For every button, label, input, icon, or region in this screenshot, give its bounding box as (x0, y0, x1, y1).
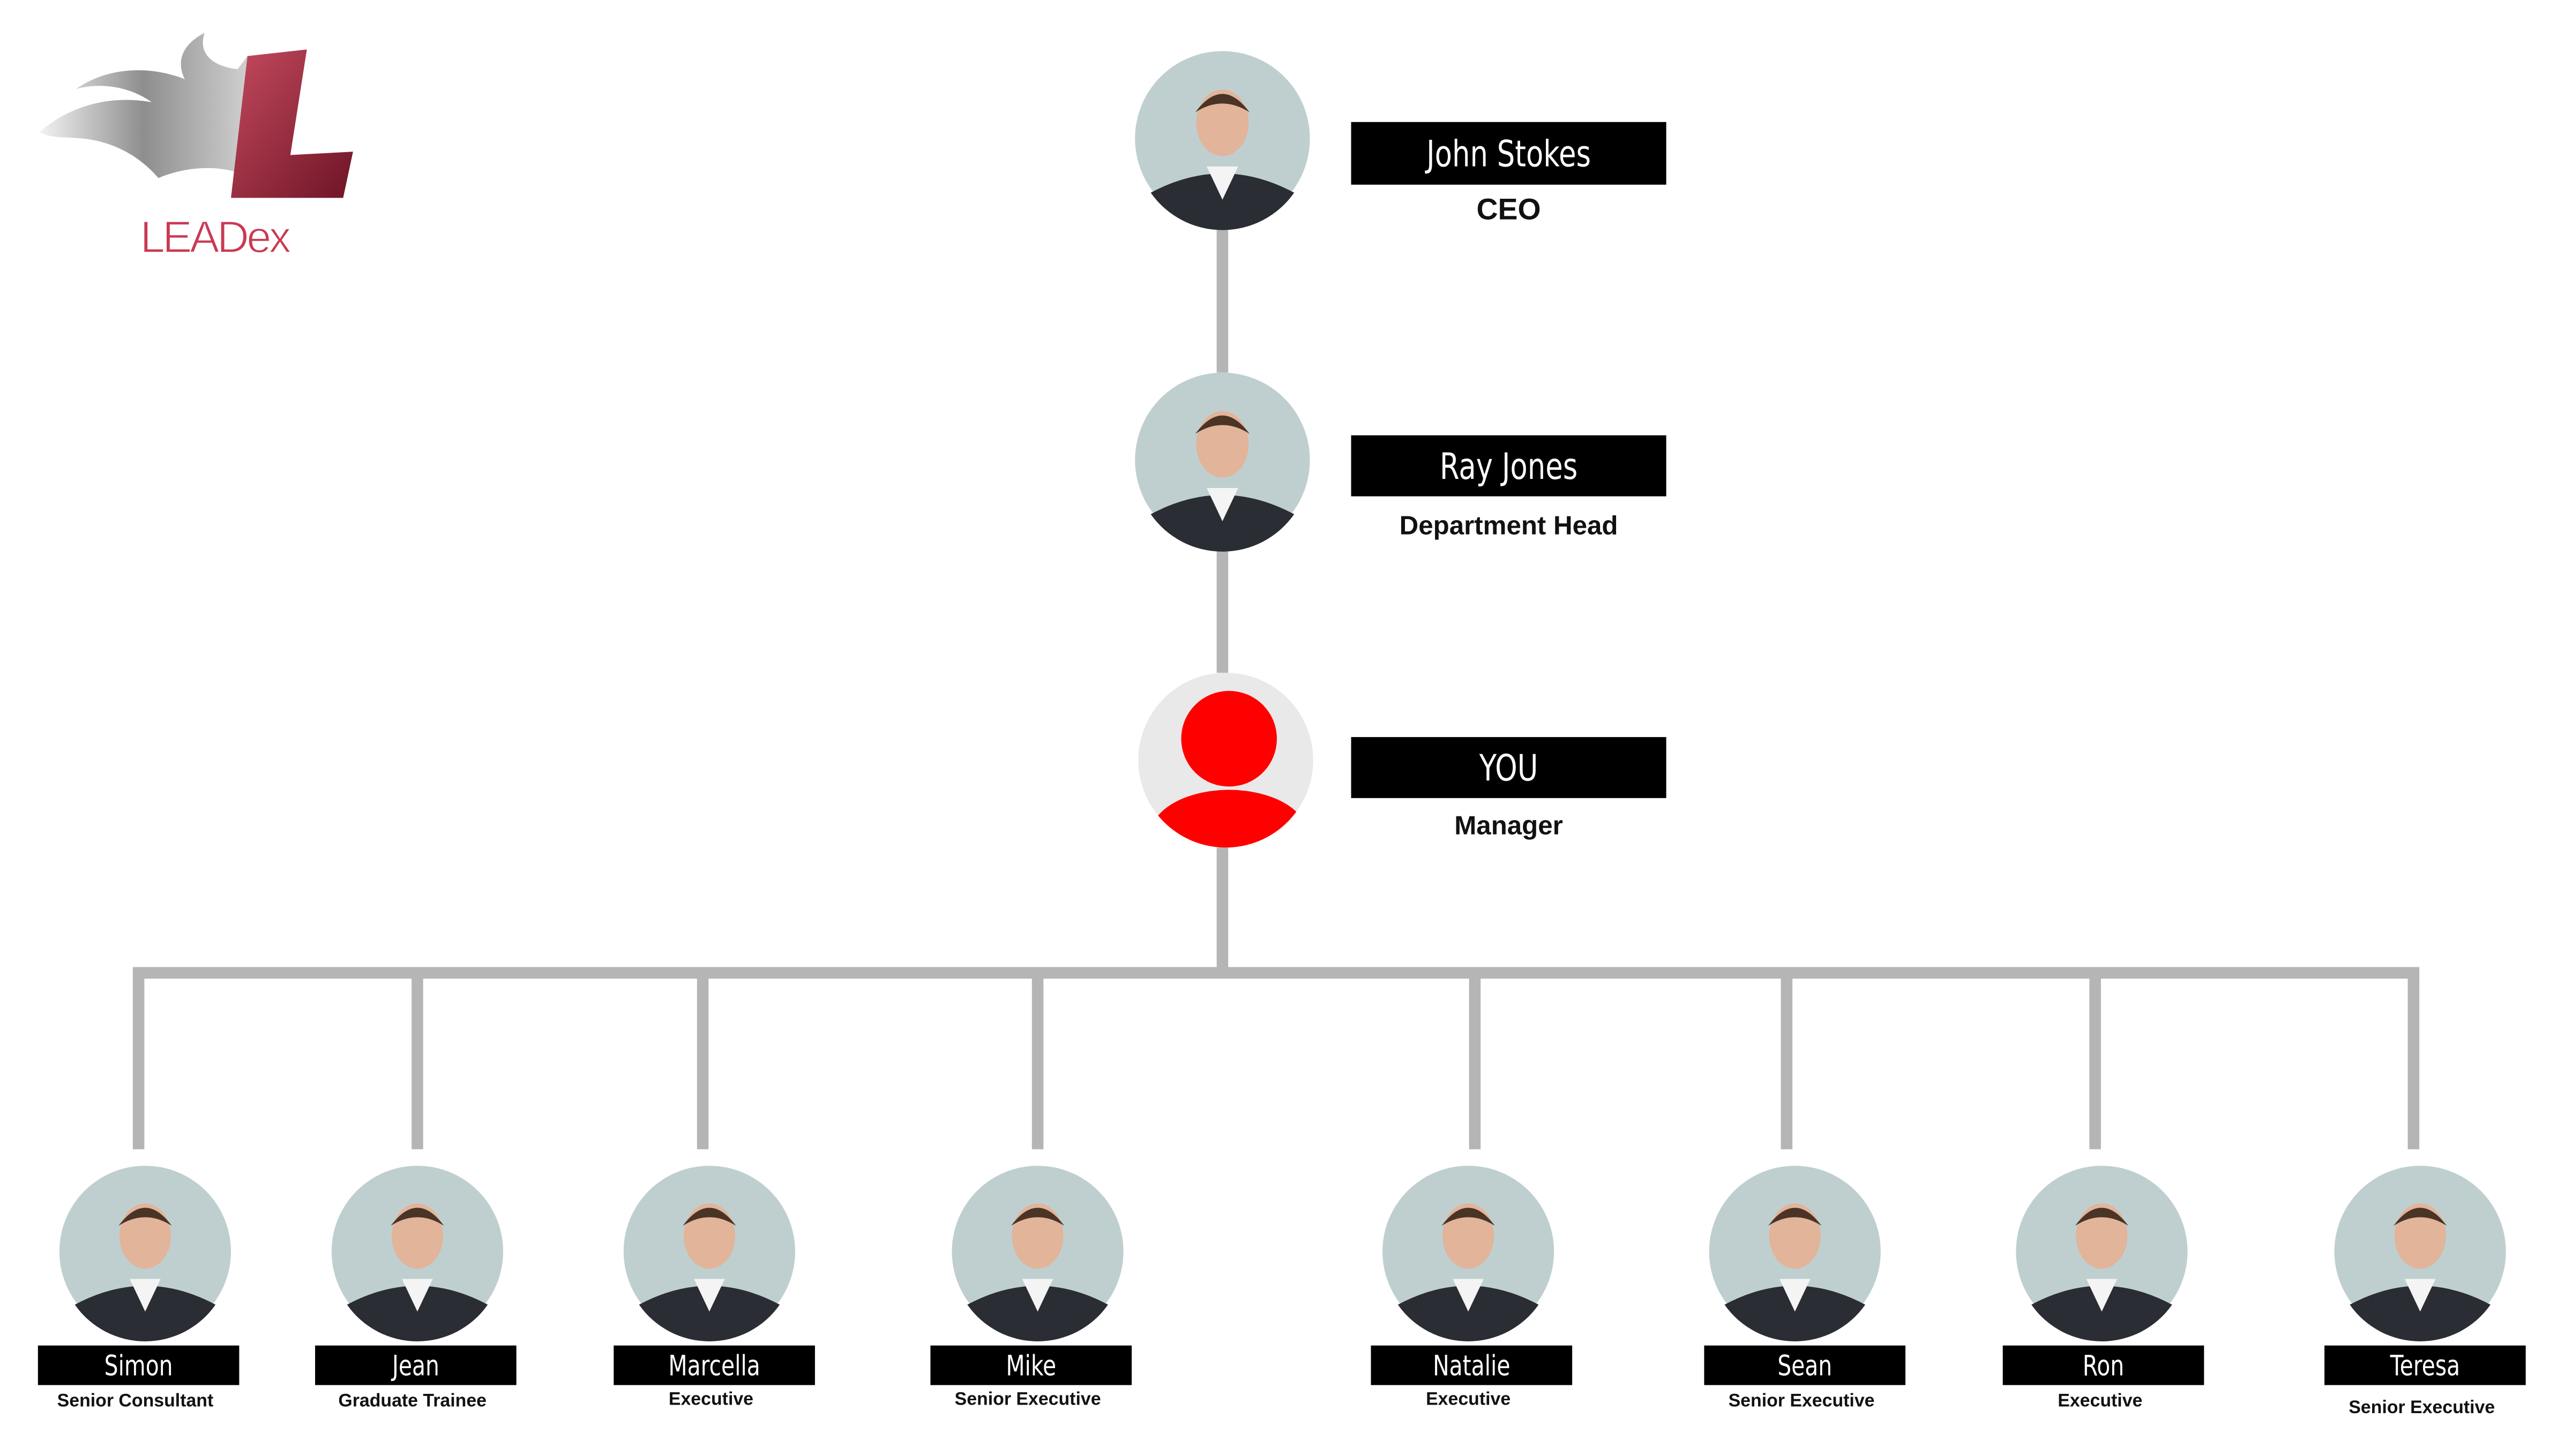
name-label-bg (2324, 1345, 2526, 1385)
logo-wing (39, 33, 248, 178)
name-label-bg (614, 1345, 815, 1385)
report-name: Marcella (668, 1350, 760, 1383)
person-card: YOU Manager (1138, 672, 1666, 848)
name-label-bg (1371, 1345, 1573, 1385)
name-label-bg (1704, 1345, 1906, 1385)
report-title: Senior Executive (955, 1389, 1101, 1409)
user-head-icon (1181, 691, 1277, 787)
name-label-bg (2002, 1345, 2204, 1385)
name-label-bg (1351, 737, 1666, 798)
person-title: CEO (1477, 192, 1541, 226)
report-name: Jean (391, 1350, 439, 1383)
report-title: Graduate Trainee (338, 1391, 487, 1411)
report-title: Executive (1426, 1389, 1511, 1409)
name-label-bg (1351, 122, 1666, 185)
report-title: Executive (2058, 1391, 2142, 1411)
report-name: Simon (104, 1350, 173, 1383)
logo-text: LEADex (140, 212, 291, 262)
name-label-bg (38, 1345, 240, 1385)
report-name: Ron (2083, 1350, 2124, 1383)
person-name: YOU (1479, 748, 1538, 790)
name-label-bg (930, 1345, 1132, 1385)
report-title: Senior Consultant (57, 1391, 214, 1411)
connector-lines (132, 226, 2420, 1150)
report-name: Teresa (2390, 1350, 2460, 1383)
name-label-bg (315, 1345, 517, 1385)
report-title: Senior Executive (1729, 1391, 1875, 1411)
person-name: Ray Jones (1440, 446, 1577, 488)
logo-l-mark (231, 49, 353, 198)
user-body-icon (1149, 790, 1309, 848)
report-name: Natalie (1433, 1350, 1510, 1383)
report-title: Senior Executive (2349, 1397, 2495, 1417)
report-title: Executive (669, 1389, 753, 1409)
leadex-logo: LEADex (39, 33, 353, 262)
person-title: Department Head (1400, 511, 1618, 540)
name-label-bg (1351, 435, 1666, 497)
report-name: Mike (1006, 1350, 1056, 1383)
person-title: Manager (1454, 811, 1563, 840)
person-name: John Stokes (1425, 133, 1591, 175)
report-name: Sean (1777, 1350, 1832, 1383)
